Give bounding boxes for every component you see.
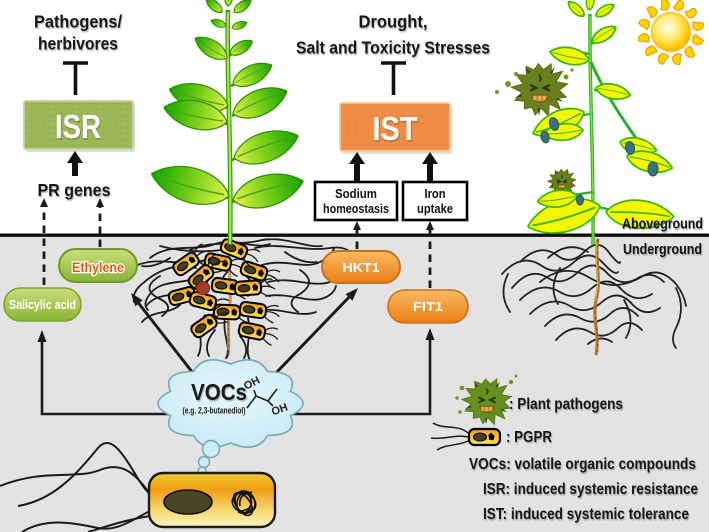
- svg-text:Salicylic acid: Salicylic acid: [9, 298, 76, 312]
- svg-text:VOCs: VOCs: [191, 379, 247, 405]
- svg-text:Ethylene: Ethylene: [72, 260, 124, 275]
- svg-text:herbivores: herbivores: [38, 34, 118, 54]
- svg-text:Pathogens/: Pathogens/: [34, 12, 122, 32]
- svg-text:Iron: Iron: [425, 187, 446, 201]
- svg-text:IST: induced systemic toleranc: IST: induced systemic tolerance: [483, 506, 689, 523]
- svg-text:Sodium: Sodium: [335, 187, 377, 201]
- svg-text:IST: IST: [373, 110, 418, 147]
- svg-text:(e.g. 2,3-butanediol): (e.g. 2,3-butanediol): [183, 406, 246, 416]
- svg-text:: Plant pathogens: : Plant pathogens: [509, 396, 623, 413]
- svg-text:ISR: induced systemic resistan: ISR: induced systemic resistance: [483, 481, 698, 498]
- svg-text:FIT1: FIT1: [413, 299, 443, 314]
- svg-text:Underground: Underground: [623, 242, 702, 258]
- svg-text:uptake: uptake: [417, 202, 453, 216]
- svg-text:OH: OH: [270, 401, 290, 418]
- svg-text:PR genes: PR genes: [38, 180, 111, 200]
- svg-text:: PGPR: : PGPR: [506, 429, 552, 446]
- svg-text:Salt and Toxicity Stresses: Salt and Toxicity Stresses: [296, 38, 490, 58]
- svg-text:VOCs: volatile organic compoun: VOCs: volatile organic compounds: [469, 456, 696, 473]
- svg-text:Aboveground: Aboveground: [622, 217, 703, 233]
- svg-text:Drought,: Drought,: [359, 12, 428, 32]
- svg-text:ISR: ISR: [55, 108, 101, 145]
- svg-text:homeostasis: homeostasis: [323, 202, 389, 216]
- svg-text:HKT1: HKT1: [343, 261, 380, 275]
